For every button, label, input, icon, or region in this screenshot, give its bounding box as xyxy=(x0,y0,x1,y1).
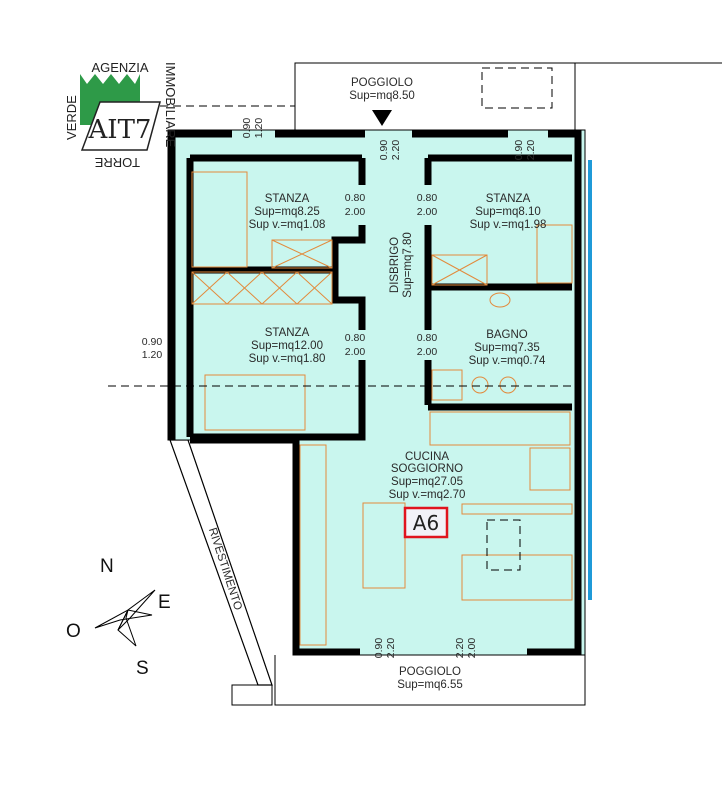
svg-text:Sup v.=mq1.98: Sup v.=mq1.98 xyxy=(470,219,547,231)
svg-text:S: S xyxy=(136,658,149,679)
svg-text:2.00: 2.00 xyxy=(345,346,366,358)
svg-text:0.90: 0.90 xyxy=(241,118,253,139)
svg-text:Sup v.=mq1.08: Sup v.=mq1.08 xyxy=(249,219,326,231)
svg-text:STANZA: STANZA xyxy=(265,193,310,205)
svg-text:2.00: 2.00 xyxy=(417,206,438,218)
svg-text:2.00: 2.00 xyxy=(417,346,438,358)
room-poggiolo-bottom: POGGIOLO Sup=mq6.55 xyxy=(397,666,463,691)
svg-text:0.80: 0.80 xyxy=(417,192,438,204)
interior-walls xyxy=(186,154,572,441)
svg-text:VERDE: VERDE xyxy=(64,95,79,140)
unit-label: A6 xyxy=(403,506,449,539)
svg-text:BAGNO: BAGNO xyxy=(486,329,528,341)
svg-text:AIT7: AIT7 xyxy=(88,115,152,145)
room-area: Sup=mq8.50 xyxy=(349,90,415,102)
room-stanza-2: STANZA Sup=mq8.10 Sup v.=mq1.98 xyxy=(470,193,547,231)
svg-text:Sup=mq27.05: Sup=mq27.05 xyxy=(391,476,463,488)
svg-text:2.20: 2.20 xyxy=(454,638,466,659)
svg-text:Sup=mq7.80: Sup=mq7.80 xyxy=(402,232,414,298)
svg-text:2.20: 2.20 xyxy=(390,140,402,161)
entrance-arrow-icon xyxy=(372,110,392,126)
dim-door-1: 0.80 2.00 xyxy=(345,192,366,218)
svg-text:AGENZIA: AGENZIA xyxy=(91,60,148,75)
svg-text:DISBRIGO: DISBRIGO xyxy=(389,237,401,293)
room-disbrigo: DISBRIGO Sup=mq7.80 xyxy=(389,232,414,298)
svg-text:Sup v.=mq1.80: Sup v.=mq1.80 xyxy=(249,353,326,365)
svg-text:2.00: 2.00 xyxy=(345,206,366,218)
svg-text:O: O xyxy=(66,621,81,642)
svg-text:2.00: 2.00 xyxy=(466,638,478,659)
svg-text:0.90: 0.90 xyxy=(513,140,525,161)
svg-text:2.20: 2.20 xyxy=(525,140,537,161)
svg-text:A6: A6 xyxy=(413,511,439,535)
svg-text:CUCINA: CUCINA xyxy=(405,451,449,463)
svg-text:0.80: 0.80 xyxy=(345,192,366,204)
svg-text:2.20: 2.20 xyxy=(385,638,397,659)
svg-text:Sup v.=mq0.74: Sup v.=mq0.74 xyxy=(469,355,546,367)
svg-text:TORRE: TORRE xyxy=(94,155,140,170)
room-bagno: BAGNO Sup=mq7.35 Sup v.=mq0.74 xyxy=(469,329,546,367)
svg-text:0.80: 0.80 xyxy=(417,332,438,344)
dim-door-3: 0.80 2.00 xyxy=(345,332,366,358)
agency-logo: AIT7 AGENZIA VERDE IMMOBILIARE TORRE xyxy=(64,60,178,170)
dim-window-left: 0.901.20 xyxy=(142,336,163,361)
dim-door-2: 0.80 2.00 xyxy=(417,192,438,218)
svg-text:Sup v.=mq2.70: Sup v.=mq2.70 xyxy=(389,489,466,501)
svg-text:Sup=mq6.55: Sup=mq6.55 xyxy=(397,679,463,691)
svg-text:0.90: 0.90 xyxy=(142,336,163,348)
svg-text:STANZA: STANZA xyxy=(486,193,531,205)
compass-rose-icon: N E O S xyxy=(66,556,171,679)
svg-text:1.20: 1.20 xyxy=(253,118,265,139)
svg-text:POGGIOLO: POGGIOLO xyxy=(399,666,461,678)
svg-text:SOGGIORNO: SOGGIORNO xyxy=(391,463,463,475)
room-name: POGGIOLO xyxy=(351,77,413,89)
balcony-bottom xyxy=(231,655,586,706)
svg-text:Sup=mq8.25: Sup=mq8.25 xyxy=(254,206,320,218)
furniture xyxy=(191,171,573,646)
rivestimento-label: RIVESTIMENTO xyxy=(206,526,244,612)
svg-text:0.90: 0.90 xyxy=(373,638,385,659)
room-poggiolo-top: POGGIOLO Sup=mq8.50 xyxy=(349,77,415,102)
svg-text:0.80: 0.80 xyxy=(345,332,366,344)
room-cucina-soggiorno: CUCINA SOGGIORNO Sup=mq27.05 Sup v.=mq2.… xyxy=(389,451,466,501)
svg-text:STANZA: STANZA xyxy=(265,327,310,339)
svg-text:N: N xyxy=(100,556,114,577)
svg-text:E: E xyxy=(158,592,171,613)
room-stanza-1: STANZA Sup=mq8.25 Sup v.=mq1.08 xyxy=(249,193,326,231)
dim-door-4: 0.80 2.00 xyxy=(417,332,438,358)
svg-text:Sup=mq8.10: Sup=mq8.10 xyxy=(475,206,541,218)
svg-text:1.20: 1.20 xyxy=(142,349,163,361)
room-stanza-3: STANZA Sup=mq12.00 Sup v.=mq1.80 xyxy=(249,327,326,365)
svg-text:IMMOBILIARE: IMMOBILIARE xyxy=(163,62,178,148)
balcony-top xyxy=(294,62,722,130)
exterior-walls xyxy=(168,130,592,656)
svg-text:Sup=mq12.00: Sup=mq12.00 xyxy=(251,340,323,352)
svg-text:0.90: 0.90 xyxy=(378,140,390,161)
svg-text:Sup=mq7.35: Sup=mq7.35 xyxy=(474,342,540,354)
